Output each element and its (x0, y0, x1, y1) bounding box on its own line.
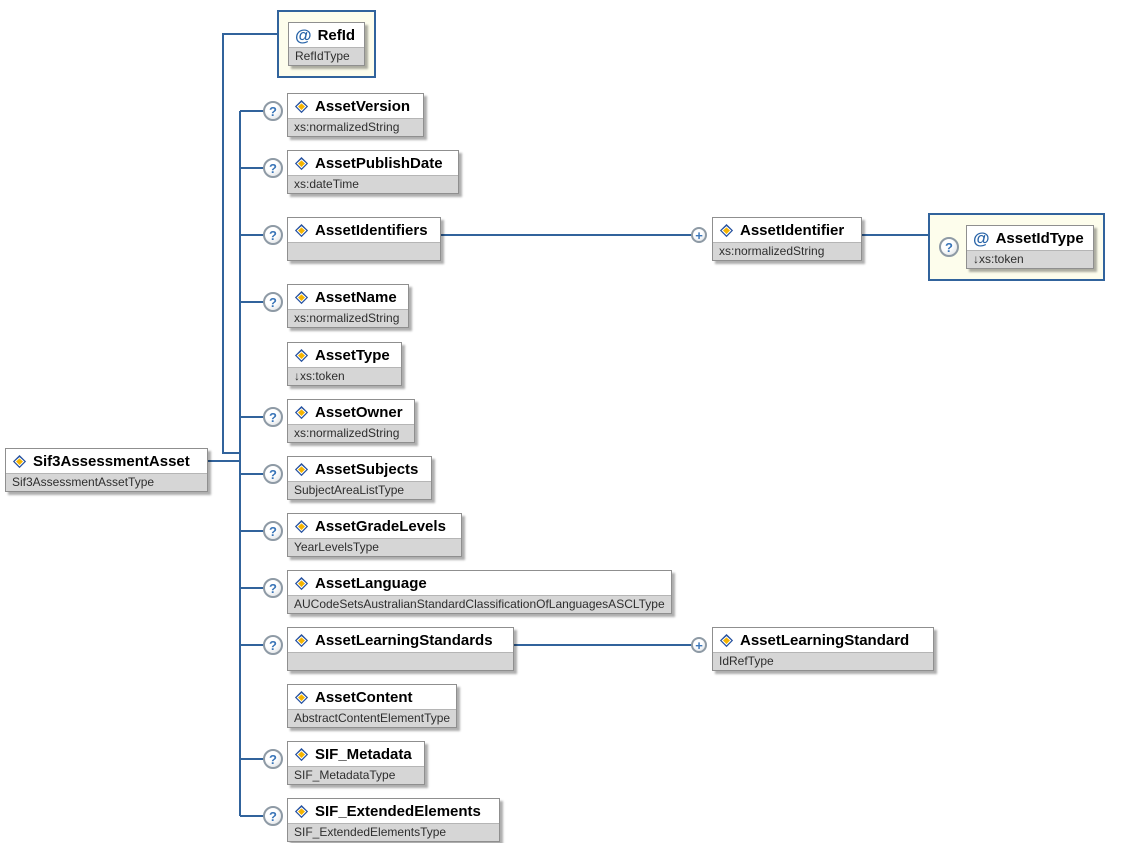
node-assetlanguage[interactable]: ? AssetLanguage AUCodeSetsAustralianStan… (263, 570, 672, 614)
element-icon (12, 454, 27, 468)
node-name: AssetOwner (315, 403, 403, 421)
node-assetidtype[interactable]: ? @ AssetIdType ↓xs:token (928, 213, 1105, 281)
node-name: AssetGradeLevels (315, 517, 446, 535)
element-icon (294, 156, 309, 170)
attribute-icon: @ (295, 25, 312, 45)
node-name: RefId (317, 26, 356, 44)
optional-icon: ? (263, 521, 283, 541)
node-type: RefIdType (289, 47, 365, 65)
optional-icon: ? (263, 225, 283, 245)
node-type: xs:normalizedString (288, 118, 423, 136)
repeat-icon: + (691, 227, 707, 243)
optional-icon: ? (263, 578, 283, 598)
element-icon (294, 99, 309, 113)
node-assetsubjects[interactable]: ? AssetSubjects SubjectAreaListType (263, 456, 432, 500)
node-type: xs:normalizedString (288, 424, 414, 442)
node-type: AbstractContentElementType (288, 709, 457, 727)
node-type: xs:normalizedString (713, 242, 861, 260)
optional-icon: ? (263, 806, 283, 826)
node-assetversion[interactable]: ? AssetVersion xs:normalizedString (263, 93, 424, 137)
repeat-icon: + (691, 637, 707, 653)
optional-icon: ? (263, 158, 283, 178)
element-icon (719, 223, 734, 237)
node-assetgradelevels[interactable]: ? AssetGradeLevels YearLevelsType (263, 513, 462, 557)
node-type: IdRefType (713, 652, 933, 670)
node-type (288, 652, 513, 670)
node-name: AssetLanguage (315, 574, 427, 592)
node-assettype[interactable]: AssetType ↓xs:token (287, 342, 402, 386)
node-name: AssetPublishDate (315, 154, 443, 172)
node-assetlearningstandards[interactable]: ? AssetLearningStandards (263, 627, 514, 671)
optional-icon: ? (263, 749, 283, 769)
node-name: SIF_Metadata (315, 745, 412, 763)
element-icon (294, 576, 309, 590)
node-assetidentifiers[interactable]: ? AssetIdentifiers (263, 217, 441, 261)
optional-icon: ? (263, 407, 283, 427)
refid-box: @ RefId RefIdType (288, 22, 366, 66)
node-type: SubjectAreaListType (288, 481, 431, 499)
element-icon (294, 519, 309, 533)
optional-icon: ? (939, 237, 959, 257)
node-assetowner[interactable]: ? AssetOwner xs:normalizedString (263, 399, 415, 443)
node-name: AssetLearningStandard (740, 631, 910, 649)
node-name: SIF_ExtendedElements (315, 802, 481, 820)
node-refid[interactable]: @ RefId RefIdType (277, 10, 377, 78)
optional-icon: ? (263, 101, 283, 121)
node-name: AssetContent (315, 688, 413, 706)
element-icon (294, 633, 309, 647)
element-icon (294, 405, 309, 419)
node-name: AssetLearningStandards (315, 631, 493, 649)
optional-icon: ? (263, 635, 283, 655)
node-name: AssetIdType (995, 229, 1084, 247)
node-name: AssetName (315, 288, 397, 306)
node-name: Sif3AssessmentAsset (33, 452, 190, 470)
node-type: YearLevelsType (288, 538, 461, 556)
node-name: AssetVersion (315, 97, 411, 115)
node-sif3assessmentasset[interactable]: Sif3AssessmentAsset Sif3AssessmentAssetT… (5, 448, 208, 492)
node-type: ↓xs:token (288, 367, 401, 385)
node-type: xs:normalizedString (288, 309, 408, 327)
element-icon (719, 633, 734, 647)
node-type: SIF_ExtendedElementsType (288, 823, 499, 841)
node-sif-metadata[interactable]: ? SIF_Metadata SIF_MetadataType (263, 741, 425, 785)
element-icon (294, 223, 309, 237)
node-assetcontent[interactable]: AssetContent AbstractContentElementType (287, 684, 458, 728)
element-icon (294, 462, 309, 476)
node-sif-extendedelements[interactable]: ? SIF_ExtendedElements SIF_ExtendedEleme… (263, 798, 500, 842)
node-name: AssetType (315, 346, 390, 364)
node-type: AUCodeSetsAustralianStandardClassificati… (288, 595, 671, 613)
node-assetname[interactable]: ? AssetName xs:normalizedString (263, 284, 409, 328)
element-icon (294, 747, 309, 761)
node-assetpublishdate[interactable]: ? AssetPublishDate xs:dateTime (263, 150, 459, 194)
attribute-icon: @ (973, 228, 990, 248)
optional-icon: ? (263, 292, 283, 312)
node-assetidentifier[interactable]: + AssetIdentifier xs:normalizedString (691, 217, 862, 261)
node-assetlearningstandard[interactable]: + AssetLearningStandard IdRefType (691, 627, 934, 671)
node-type: SIF_MetadataType (288, 766, 424, 784)
node-name: AssetSubjects (315, 460, 419, 478)
node-type: Sif3AssessmentAssetType (6, 473, 207, 491)
node-type: ↓xs:token (967, 250, 1093, 268)
node-name: AssetIdentifiers (315, 221, 428, 239)
node-type (288, 242, 440, 260)
element-icon (294, 690, 309, 704)
element-icon (294, 804, 309, 818)
node-type: xs:dateTime (288, 175, 458, 193)
element-icon (294, 348, 309, 362)
optional-icon: ? (263, 464, 283, 484)
node-name: AssetIdentifier (740, 221, 845, 239)
element-icon (294, 290, 309, 304)
